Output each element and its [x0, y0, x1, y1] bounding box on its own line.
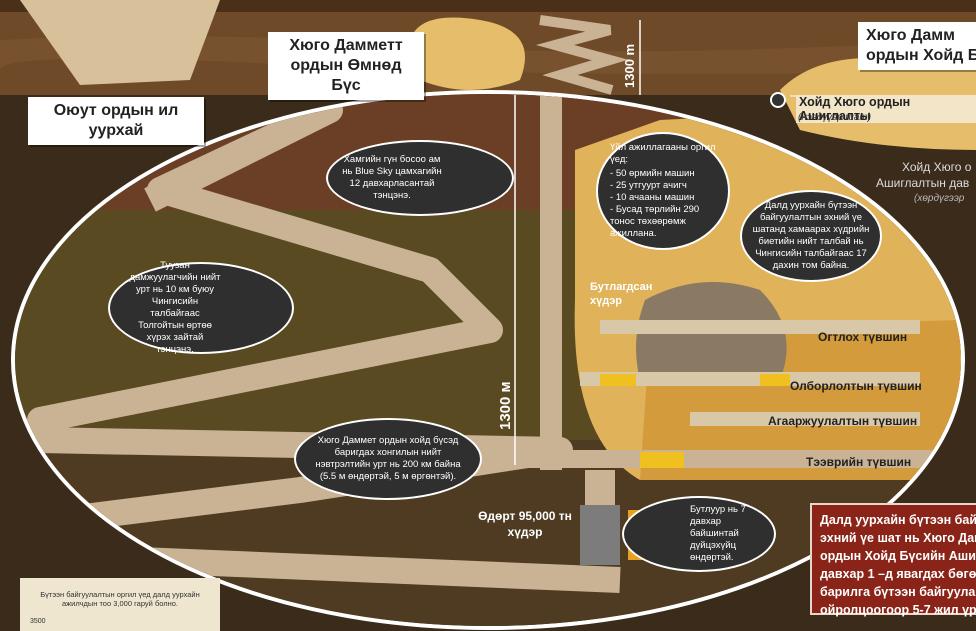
south-title-line2: ордын Өмнөд Бүс — [290, 57, 402, 94]
oyut-title-line2: уурхай — [88, 122, 144, 139]
crushed-ore-label: Бутлагдсан хүдэр — [590, 281, 653, 307]
oyut-pit-title: Оюут ордын ил уурхай — [28, 97, 204, 145]
bluesky-text: Хамгийн гүн босоо ам нь Blue Sky цамхаги… — [342, 154, 442, 201]
tunnels-text: Хюго Даммет ордын хойд бүсэд баригдах хо… — [315, 435, 461, 482]
timeline-line: Далд уурхайн бүтээн бай — [820, 513, 976, 527]
timeline-line: барилга бүтээн байгуула — [820, 585, 976, 599]
haulage-tunnel — [492, 450, 932, 468]
level-undercut: Огтлох түвшин — [818, 330, 908, 344]
annual-heading: Үйл ажиллагааны оргил үед: — [610, 142, 716, 165]
annual-bubble: Үйл ажиллагааны оргил үед: - 50 өрмийн м… — [596, 132, 730, 250]
crusher-text: Бутлуур нь 7 давхар байшинтай дүйцэхүйц … — [690, 504, 746, 563]
annual-item: - 50 өрмийн машин — [610, 168, 695, 179]
north-zone-title: Хюго Дамм ордын Хойд Б — [858, 22, 976, 70]
chart-panel — [20, 578, 220, 631]
south-zone-title: Хюго Дамметт ордын Өмнөд Бүс — [268, 32, 424, 100]
extraction-tunnel — [580, 372, 920, 386]
north-level-sub: (нэвдүүэр шат) — [798, 112, 872, 123]
crusher — [580, 505, 620, 565]
timeline-line: ойролцоогоор 5-7 жил үр — [820, 603, 976, 617]
location-marker-icon — [770, 92, 786, 108]
main-shaft — [540, 94, 562, 470]
timeline-line: ордын Хойд Бүсийн Ашиг — [820, 549, 976, 563]
timeline-box: Далд уурхайн бүтээн бай эхний үе шат нь … — [810, 503, 976, 617]
north-level2-sub: (хөрдүгээр — [914, 193, 965, 204]
south-title-line1: Хюго Дамметт — [289, 37, 403, 54]
loader-icon-2 — [760, 374, 790, 386]
open-pit — [20, 0, 220, 85]
level-haulage: Тээврийн түвшин — [806, 455, 912, 469]
tunnels-bubble: Хюго Даммет ордын хойд бүсэд баригдах хо… — [294, 418, 482, 500]
daily-ore-label: Өдөрт 95,000 тн хүдэр — [478, 509, 572, 539]
conveyor-bubble: Туузан дамжуулагчийн нийт урт нь 10 км б… — [108, 260, 294, 355]
north-title-line1: Хюго Дамм — [866, 27, 955, 44]
depth-label-shaft: 1300 м — [497, 381, 514, 430]
ventilation-tunnel — [690, 412, 920, 426]
level-extraction: Олборлолтын түвшин — [790, 379, 922, 393]
north-title-line2: ордын Хойд Б — [866, 47, 976, 64]
surface-top — [0, 0, 976, 12]
area-bubble: Далд уурхайн бүтээн байгуулалтын эхний ү… — [740, 190, 882, 282]
area-text: Далд уурхайн бүтээн байгуулалтын эхний ү… — [752, 200, 870, 271]
loader-icon — [600, 374, 636, 386]
annual-item: - 10 ачааны машин — [610, 192, 695, 203]
south-orebody — [410, 17, 525, 90]
surface-decline — [535, 15, 629, 95]
timeline-line: эхний үе шат нь Хюго Дам — [820, 531, 976, 545]
oyut-title-line1: Оюут ордын ил — [53, 102, 179, 119]
truck-icon — [640, 452, 684, 468]
crusher-bubble: Бутлуур нь 7 давхар байшинтай дүйцэхүйц … — [622, 496, 776, 572]
timeline-line: давхар 1 –д явагдах бөгөө — [820, 567, 976, 581]
annual-item: - Бусад төрлийн 290 тонос төхөөрөмж ажил… — [610, 204, 700, 239]
chart-caption: Бүтээн байгуулалтын оргил үед далд уурха… — [40, 590, 200, 608]
level-ventilation: Агааржуулалтын түвшин — [768, 414, 918, 428]
north-level-label: Хойд Хюго ордын Ашиглалты — [796, 95, 976, 123]
bluesky-bubble: Хамгийн гүн босоо ам нь Blue Sky цамхаги… — [326, 140, 514, 216]
conveyor-text: Туузан дамжуулагчийн нийт урт нь 10 км б… — [129, 260, 221, 355]
north-level2-a: Хойд Хюго о — [902, 160, 972, 174]
chart-tick: 3500 — [30, 618, 46, 625]
annual-item: - 25 утгуурт ачигч — [610, 180, 687, 191]
undercut-tunnel — [600, 320, 920, 334]
north-level2-b: Ашиглалтын дав — [876, 176, 970, 190]
depth-label-top: 1300 m — [622, 43, 637, 88]
